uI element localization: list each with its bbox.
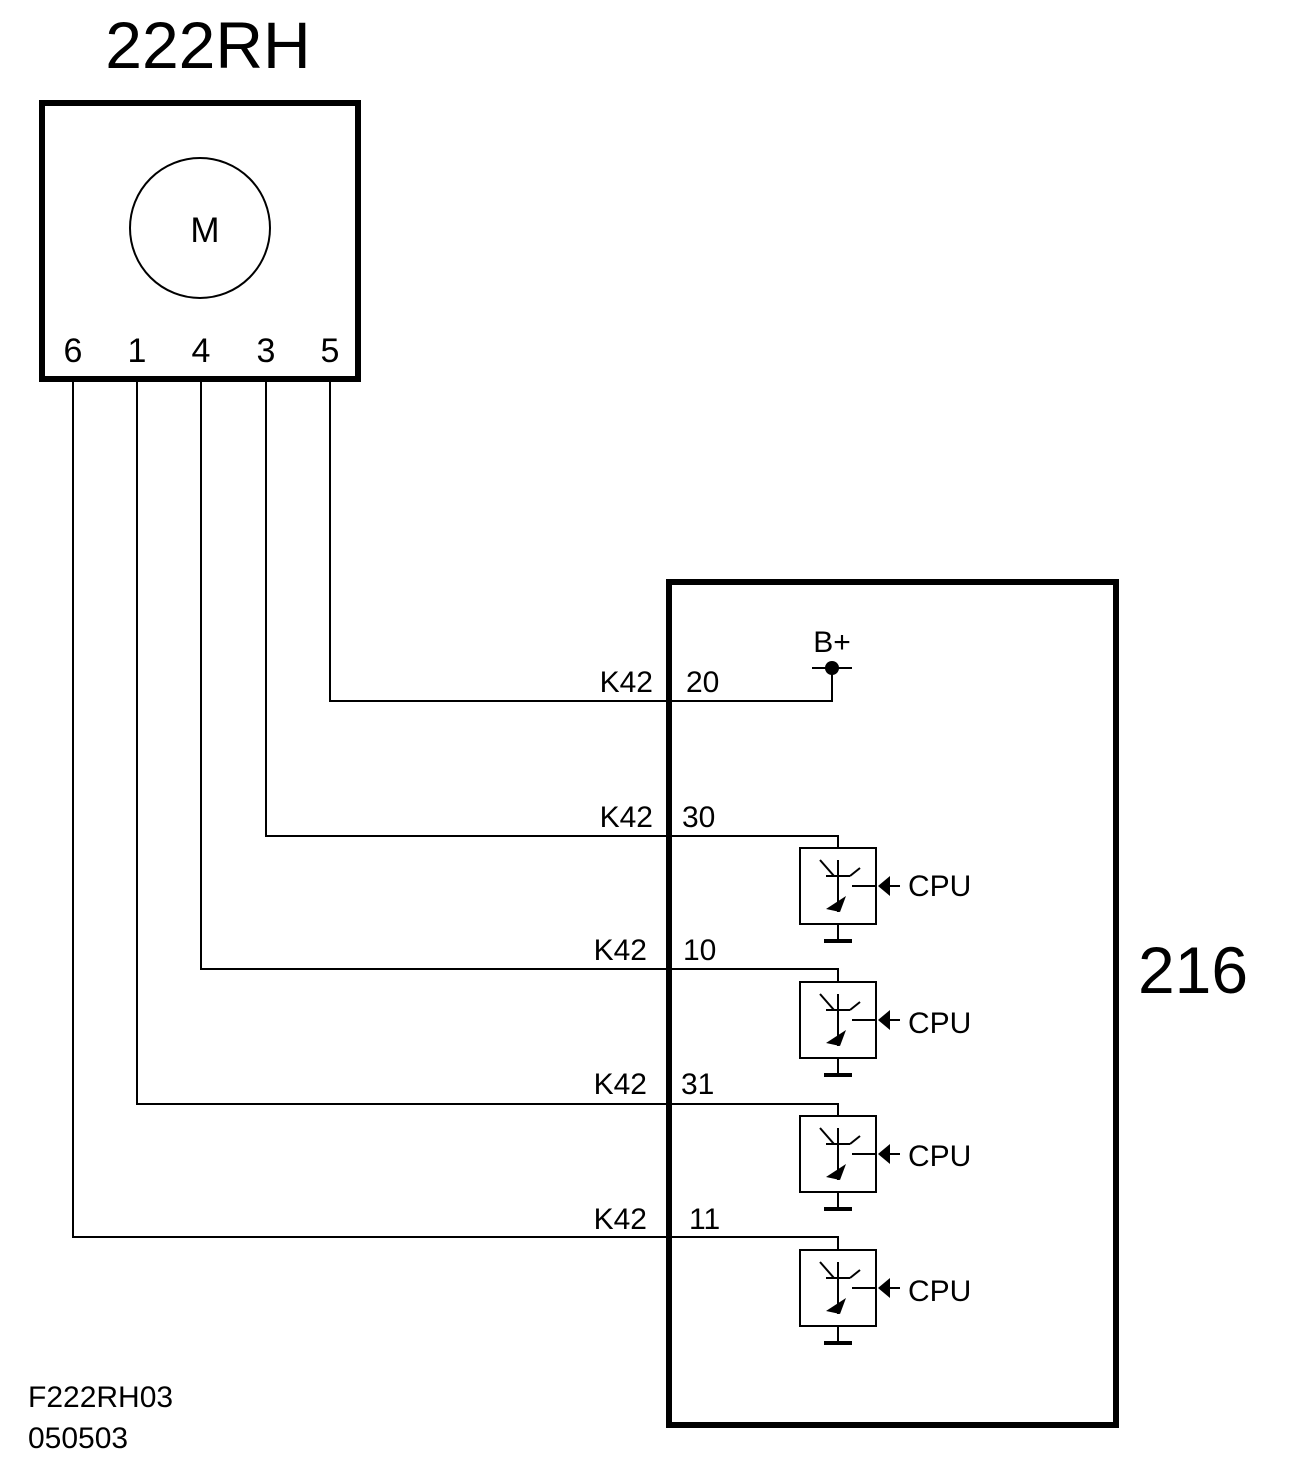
wire-pin3-k42-30: [265, 381, 839, 848]
motor-pin-label: 1: [128, 332, 147, 370]
motor-symbol-label: M: [190, 211, 219, 250]
connector-label: K42: [600, 801, 653, 834]
control-module-title: 216: [1138, 933, 1248, 1007]
control-module-box: [666, 579, 1119, 1428]
wire-pin5-k42-20: [329, 381, 833, 702]
module-pin-label: 30: [682, 801, 715, 834]
supply-label: B+: [813, 626, 851, 659]
motor-unit-box: [39, 100, 361, 382]
motor-pin-label: 5: [321, 332, 340, 370]
motor-pin-label: 3: [257, 332, 276, 370]
cpu-label: CPU: [908, 1007, 971, 1040]
transistor-driver: [799, 847, 900, 943]
module-pin-label: 20: [686, 666, 719, 699]
motor-pin-label: 6: [64, 332, 83, 370]
module-pin-label: 31: [681, 1068, 714, 1101]
module-pin-label: 10: [683, 934, 716, 967]
supply-terminal-dot: [825, 661, 839, 675]
cpu-label: CPU: [908, 1140, 971, 1173]
connector-label: K42: [594, 1068, 647, 1101]
module-pin-label: 11: [689, 1203, 720, 1236]
cpu-label: CPU: [908, 870, 971, 903]
cpu-label: CPU: [908, 1275, 971, 1308]
motor-unit-title: 222RH: [105, 8, 310, 82]
connector-label: K42: [594, 1203, 647, 1236]
connector-label: K42: [594, 934, 647, 967]
date-code: 050503: [28, 1422, 128, 1455]
figure-code: F222RH03: [28, 1381, 173, 1414]
connector-label: K42: [600, 666, 653, 699]
transistor-driver: [799, 1249, 900, 1345]
wire-pin4-k42-10: [200, 381, 839, 982]
wire-pin1-k42-31: [136, 381, 839, 1116]
transistor-driver: [799, 1115, 900, 1211]
wire-pin6-k42-11: [72, 381, 839, 1250]
motor-symbol-circle: [129, 157, 271, 299]
motor-pin-label: 4: [192, 332, 211, 370]
transistor-driver: [799, 981, 900, 1077]
